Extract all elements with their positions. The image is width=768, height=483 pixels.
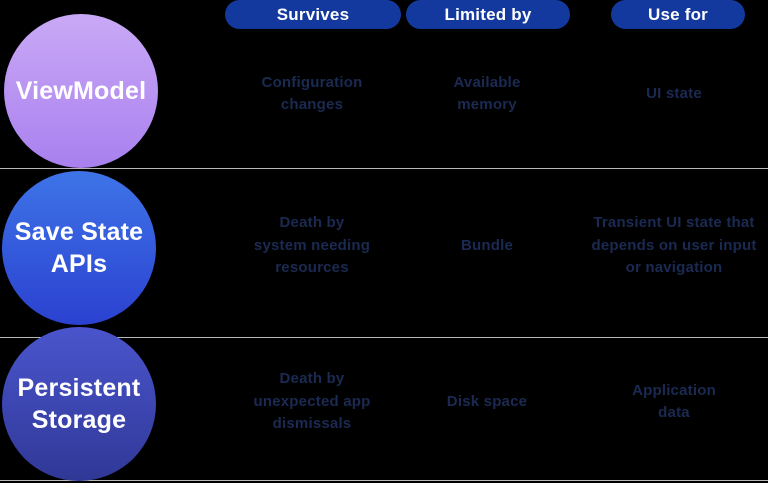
row-divider [0, 337, 768, 338]
cell-viewmodel-limited-by: Available memory [453, 73, 521, 114]
row-divider [0, 168, 768, 169]
column-header-survives: Survives [225, 0, 401, 29]
cell-viewmodel-survives: Configuration changes [261, 73, 363, 114]
column-header-use-for: Use for [611, 0, 745, 29]
viewmodel-circle: ViewModel [4, 14, 158, 168]
cell-viewmodel-use-for: UI state [646, 84, 702, 102]
cell-persistent-storage-limited-by: Disk space [446, 392, 528, 410]
save-state-apis-circle-label: Save State APIs [14, 217, 144, 279]
persistent-storage-circle-label: Persistent Storage [17, 373, 141, 435]
persistent-storage-circle: Persistent Storage [2, 327, 156, 481]
save-state-apis-circle: Save State APIs [2, 171, 156, 325]
cell-persistent-storage-use-for: Application data [632, 381, 716, 422]
column-header-use-for-label: Use for [648, 4, 708, 24]
cell-save-state-apis-use-for: Transient UI state that depends on user … [591, 214, 757, 277]
row-divider [0, 480, 768, 481]
column-header-survives-label: Survives [276, 4, 350, 24]
viewmodel-circle-label: ViewModel [15, 76, 147, 105]
cell-save-state-apis-limited-by: Bundle [460, 236, 514, 254]
column-header-limited-by-label: Limited by [444, 4, 532, 24]
column-header-limited-by: Limited by [406, 0, 570, 29]
cell-save-state-apis-survives: Death by system needing resources [253, 214, 371, 277]
cell-persistent-storage-survives: Death by unexpected app dismissals [253, 370, 371, 433]
